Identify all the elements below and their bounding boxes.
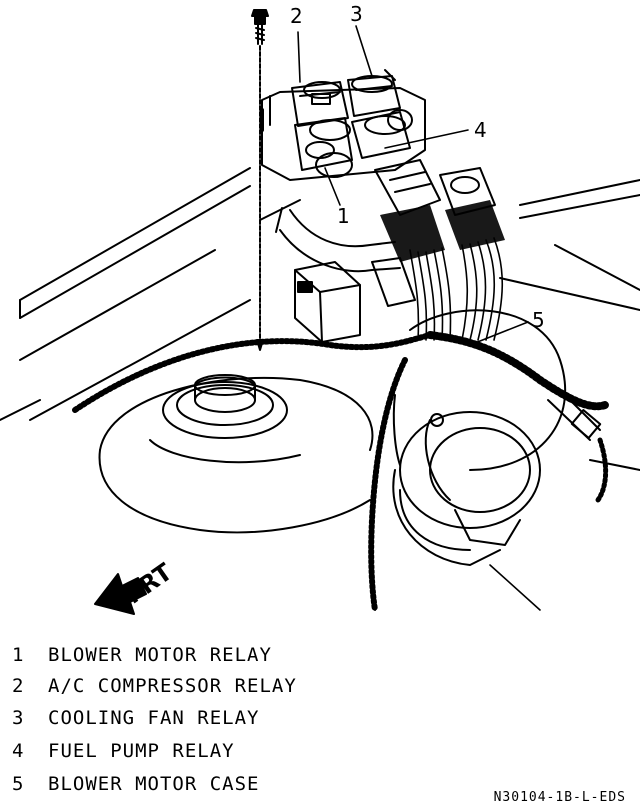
- relay-bracket: [260, 87, 426, 181]
- heater-hose: [275, 207, 401, 273]
- blower-motor-case: [392, 309, 567, 566]
- callout-leaders: [297, 25, 541, 611]
- control-module: [294, 257, 416, 343]
- legend-label: COOLING FAN RELAY: [48, 707, 260, 729]
- wire-bundle: [409, 237, 504, 341]
- legend-label: FUEL PUMP RELAY: [48, 740, 235, 762]
- fender-panel-lines: [0, 167, 301, 421]
- relay-3: [347, 69, 401, 117]
- callout-1: 1: [337, 204, 350, 228]
- front-direction-arrow: [94, 573, 147, 615]
- legend-number: 3: [12, 707, 25, 729]
- callout-2: 2: [290, 4, 303, 28]
- wire-harness: [72, 331, 609, 613]
- figure-code: N30104-1B-L-EDS: [493, 790, 626, 805]
- legend-number: 2: [12, 675, 25, 697]
- legend-label: BLOWER MOTOR CASE: [48, 773, 260, 795]
- relay-connectors: [374, 159, 505, 262]
- legend-number: 1: [12, 644, 25, 666]
- firewall-lines: [499, 179, 640, 471]
- mounting-bolt: [251, 9, 269, 351]
- callout-4: 4: [474, 118, 487, 142]
- relay-2: [291, 81, 349, 127]
- legend-label: A/C COMPRESSOR RELAY: [48, 675, 297, 697]
- callout-5: 5: [532, 308, 545, 332]
- relay-4: [351, 109, 413, 159]
- strut-tower: [98, 374, 374, 534]
- relay-1: [294, 117, 353, 178]
- callout-3: 3: [350, 2, 363, 26]
- legend-number: 5: [12, 773, 25, 795]
- legend-label: BLOWER MOTOR RELAY: [48, 644, 272, 666]
- legend-number: 4: [12, 740, 25, 762]
